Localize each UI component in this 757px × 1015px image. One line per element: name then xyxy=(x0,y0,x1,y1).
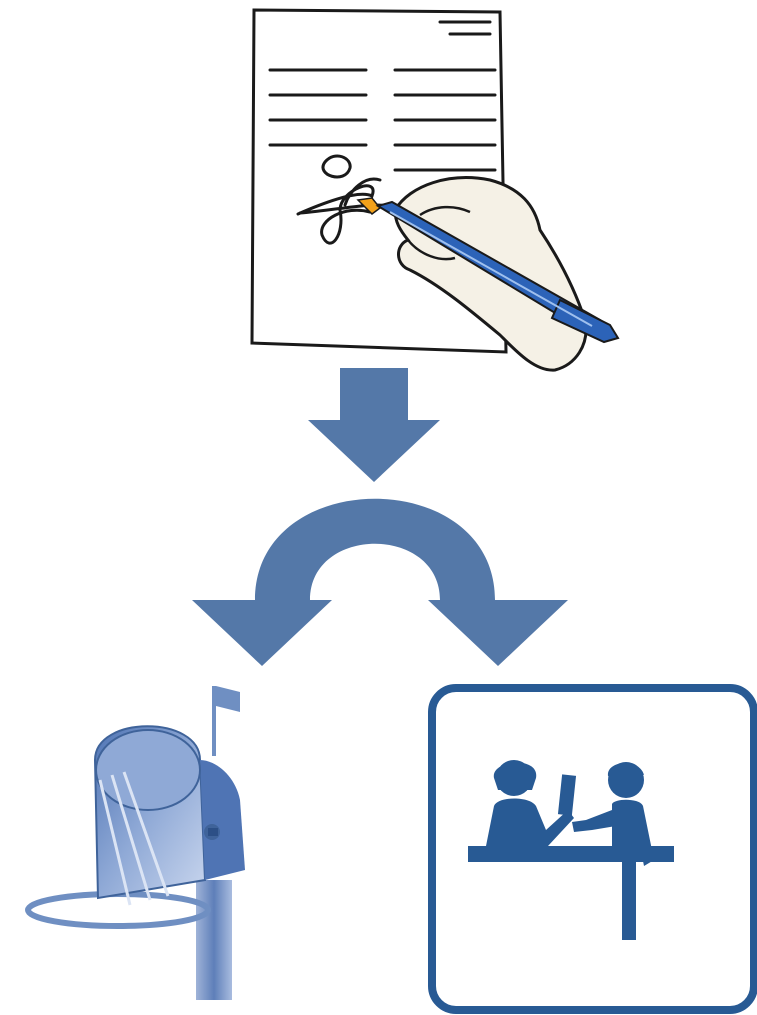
mailbox-icon xyxy=(28,686,245,1000)
service-counter-icon xyxy=(432,688,754,1010)
signing-document-icon xyxy=(252,10,618,370)
down-arrow-icon xyxy=(308,368,440,482)
split-arrow-icon xyxy=(192,499,568,666)
